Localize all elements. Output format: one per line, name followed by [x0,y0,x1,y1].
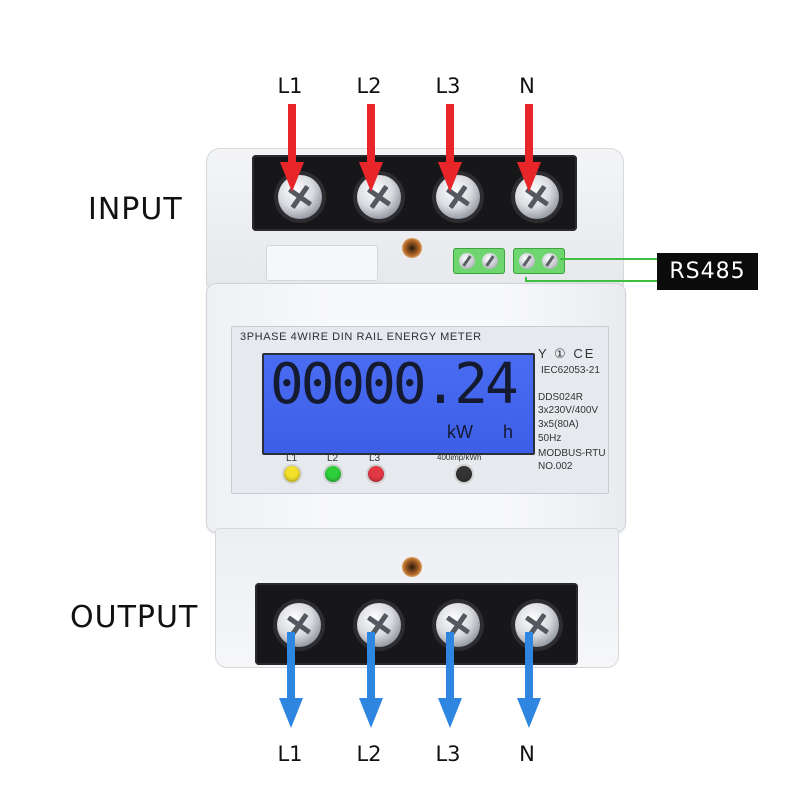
input-label: INPUT [88,192,183,227]
input-screw-l2[interactable] [357,175,401,219]
output-arrow-l3 [438,632,462,728]
lcd-reading: 00000.24 [270,352,519,417]
input-arrow-n [517,104,541,192]
input-label-l3: L3 [435,74,461,98]
input-screw-n[interactable] [515,175,559,219]
rs485-callout-line-bottom [525,280,658,282]
rs485-screw-a[interactable] [519,253,535,269]
output-screw-l1[interactable] [277,603,321,647]
output-screw-l3[interactable] [436,603,480,647]
led-label-l3: L3 [369,453,381,464]
output-label-l1: L1 [277,742,303,766]
label-slot [266,245,378,281]
output-label-l3: L3 [435,742,461,766]
led-l2 [325,466,341,482]
rs485-callout-line-top [560,258,658,260]
input-label-n: N [519,74,535,98]
led-label-l1: L1 [286,453,298,464]
output-arrow-l2 [359,632,383,728]
output-screw-n[interactable] [515,603,559,647]
certification-icons: Y ① CE [538,346,596,361]
input-arrow-l3 [438,104,462,192]
rs485-terminal-block [513,248,565,274]
lcd-unit: kW [447,422,473,442]
output-arrow-l1 [279,632,303,728]
aux-screw-2[interactable] [482,253,498,269]
faceplate-title: 3PHASE 4WIRE DIN RAIL ENERGY METER [240,331,482,343]
output-arrow-n [517,632,541,728]
output-label: OUTPUT [70,600,199,635]
led-label-l2: L2 [327,453,339,464]
aux-terminal-block [453,248,505,274]
input-arrow-l2 [359,104,383,192]
voltage-text: 3x230V/400V [538,405,599,416]
frequency-text: 50Hz [538,433,562,444]
aux-screw-1[interactable] [459,253,475,269]
protocol-text: MODBUS-RTU [538,448,606,459]
pulse-led-label: 400imp/kWh [437,453,482,462]
input-screw-l1[interactable] [278,175,322,219]
serial-text: NO.002 [538,461,573,472]
mounting-hole-top [402,238,422,258]
rs485-callout: RS485 [657,253,758,290]
mounting-hole-bottom [402,557,422,577]
input-screw-l3[interactable] [436,175,480,219]
input-label-l1: L1 [277,74,303,98]
pulse-led [456,466,472,482]
input-label-l2: L2 [356,74,382,98]
lcd-display [262,353,535,455]
rs485-callout-line-stub [525,277,527,281]
output-label-l2: L2 [356,742,382,766]
rs485-screw-b[interactable] [542,253,558,269]
led-l1 [284,466,300,482]
led-l3 [368,466,384,482]
input-arrow-l1 [280,104,304,192]
standard-text: IEC62053-21 [541,365,600,376]
current-text: 3x5(80A) [538,419,579,430]
lcd-unit-h: h [503,422,514,442]
output-label-n: N [519,742,535,766]
output-screw-l2[interactable] [357,603,401,647]
model-text: DDS024R [538,392,584,403]
